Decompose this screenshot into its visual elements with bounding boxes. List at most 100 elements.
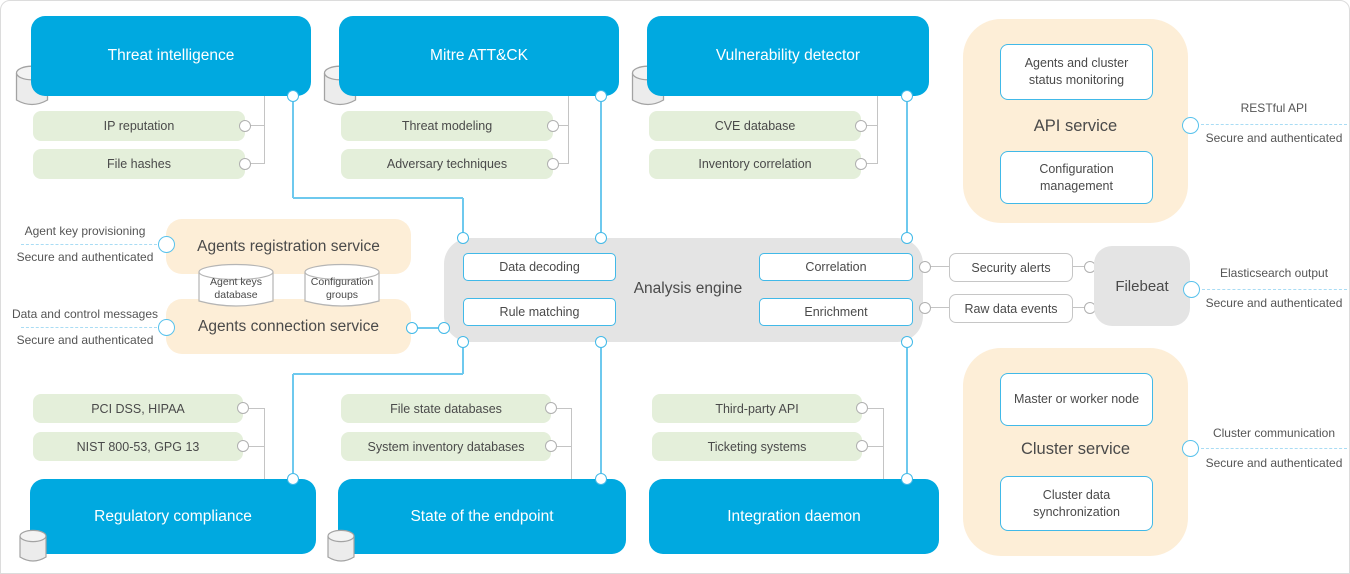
engine-process-data-decoding: Data decoding (463, 253, 616, 281)
connector-dot (855, 158, 867, 170)
connector-line (931, 307, 949, 308)
pill-label: Ticketing systems (707, 439, 807, 454)
connector-line (571, 408, 572, 479)
capability-pill: File hashes (33, 149, 245, 179)
service-title: Agents connection service (198, 317, 379, 335)
connector-line (249, 408, 264, 409)
link-label-text: Cluster communication (1212, 426, 1336, 440)
module-threat-intelligence: Threat intelligence (31, 16, 311, 96)
agent-keys-database-label: Agent keys database (198, 275, 274, 303)
service-title: Agents registration service (197, 237, 380, 255)
connector-line (293, 197, 463, 199)
pill-label: File hashes (107, 157, 171, 171)
cluster-service-title: Cluster service (963, 437, 1188, 461)
connector-dot (406, 322, 418, 334)
external-link-line (21, 244, 157, 245)
connector-line (868, 446, 883, 447)
link-label: Agent key provisioning (15, 225, 155, 238)
pill-label: Threat modeling (401, 119, 493, 133)
pill-label: Third-party API (715, 401, 799, 416)
connector-dot (547, 120, 559, 132)
pill-label: IP reputation (103, 119, 175, 133)
module-title: Threat intelligence (107, 47, 235, 64)
external-connector-dot (1182, 440, 1199, 457)
output-label: Raw data events (964, 301, 1058, 316)
connector-dot (237, 402, 249, 414)
connector-line (600, 102, 602, 232)
link-sublabel-text: Secure and authenticated (16, 333, 154, 347)
connector-line (868, 408, 883, 409)
module-integration-daemon: Integration daemon (649, 479, 939, 554)
connector-line (251, 163, 264, 164)
connector-dot (239, 120, 251, 132)
engine-title-text: Analysis engine (633, 280, 743, 297)
connector-dot (545, 402, 557, 414)
capability-pill: NIST 800-53, GPG 13 (33, 432, 243, 461)
link-sublabel: Secure and authenticated (1204, 132, 1344, 145)
link-label-text: Elasticsearch output (1219, 266, 1329, 280)
module-mitre-attack: Mitre ATT&CK (339, 16, 619, 96)
capability-pill: PCI DSS, HIPAA (33, 394, 243, 423)
capability-pill: System inventory databases (341, 432, 551, 461)
module-title: Mitre ATT&CK (430, 47, 528, 64)
link-label: Cluster communication (1204, 427, 1344, 440)
connector-line (462, 198, 464, 232)
connector-line (1073, 307, 1084, 308)
engine-process-rule-matching: Rule matching (463, 298, 616, 326)
connector-dot (239, 158, 251, 170)
connector-line (559, 125, 568, 126)
connector-dot (547, 158, 559, 170)
connector-dot (901, 232, 913, 244)
connector-dot (856, 440, 868, 452)
link-label-text: Data and control messages (11, 307, 159, 321)
capability-pill: Third-party API (652, 394, 862, 423)
analysis-engine-title: Analysis engine (616, 280, 760, 298)
pill-label: Adversary techniques (386, 157, 508, 171)
link-sublabel: Secure and authenticated (1204, 297, 1344, 310)
connector-line (293, 373, 463, 375)
module-title: Regulatory compliance (94, 507, 252, 525)
connector-line (867, 163, 877, 164)
connector-dot (438, 322, 450, 334)
capability-pill: IP reputation (33, 111, 245, 141)
engine-process-correlation: Correlation (759, 253, 913, 281)
database-icon (19, 529, 47, 562)
cluster-component-master-worker: Master or worker node (1000, 373, 1153, 426)
capability-pill: Inventory correlation (649, 149, 861, 179)
api-service-title: API service (963, 114, 1188, 138)
connector-dot (457, 336, 469, 348)
connector-line (600, 348, 602, 473)
connector-dot (457, 232, 469, 244)
database-icon (327, 529, 355, 562)
connector-line (931, 266, 949, 267)
component-label: Agents and cluster status monitoring (1024, 56, 1129, 87)
link-label: Data and control messages (11, 308, 159, 321)
module-title: Vulnerability detector (715, 47, 861, 64)
connector-dot (901, 90, 913, 102)
db-label: Configuration groups (310, 275, 374, 301)
connector-line (251, 125, 264, 126)
link-sublabel-text: Secure and authenticated (16, 250, 154, 264)
output-raw-data-events: Raw data events (949, 294, 1073, 323)
link-label: RESTful API (1204, 102, 1344, 115)
configuration-groups-database-label: Configuration groups (304, 275, 380, 303)
connector-line (867, 125, 877, 126)
pill-label: PCI DSS, HIPAA (91, 401, 185, 416)
module-state-of-endpoint: State of the endpoint (338, 479, 626, 554)
filebeat-title: Filebeat (1115, 277, 1169, 295)
link-sublabel-text: Secure and authenticated (1205, 456, 1343, 470)
connector-line (462, 348, 464, 374)
output-security-alerts: Security alerts (949, 253, 1073, 282)
link-sublabel-text: Secure and authenticated (1205, 296, 1343, 310)
connector-line (906, 348, 908, 473)
service-title-text: API service (1033, 116, 1118, 135)
connector-dot (287, 473, 299, 485)
connector-line (557, 446, 571, 447)
external-connector-dot (158, 236, 175, 253)
module-vulnerability-detector: Vulnerability detector (647, 16, 929, 96)
connector-dot (856, 402, 868, 414)
connector-dot (545, 440, 557, 452)
capability-pill: File state databases (341, 394, 551, 423)
connector-dot (595, 90, 607, 102)
connector-dot (595, 336, 607, 348)
